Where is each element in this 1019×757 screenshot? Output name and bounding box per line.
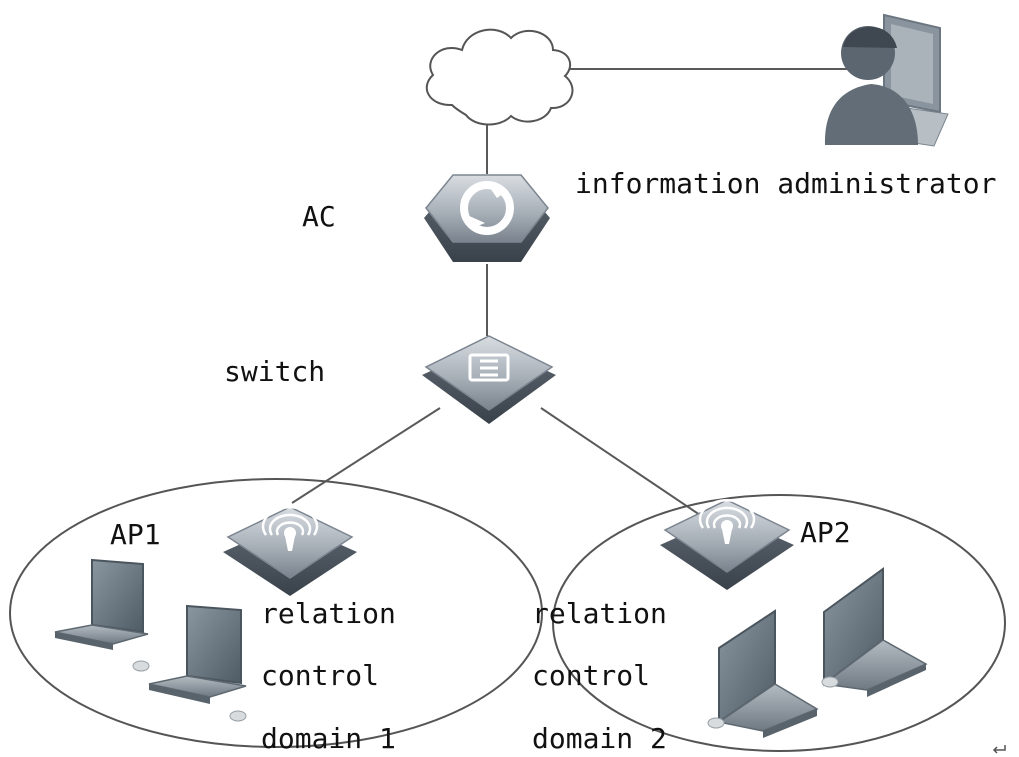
ac-label: AC — [302, 200, 336, 233]
laptop-icon — [148, 604, 247, 722]
domain-1-line-1-label: relation — [261, 597, 396, 630]
access-controller-icon — [424, 174, 550, 262]
link-switch-to-ap2 — [540, 407, 701, 516]
domain-1-line-3-label: domain 1 — [261, 722, 396, 755]
relation-control-domain-1-ellipse — [9, 478, 543, 748]
domain-1-line-2-label: control — [261, 659, 380, 692]
switch-icon — [422, 335, 556, 424]
relation-control-domain-2-ellipse — [552, 494, 1006, 752]
ap1-label: AP1 — [110, 518, 161, 551]
access-point-2-icon — [660, 499, 794, 590]
link-switch-to-ap1 — [291, 407, 441, 504]
information-administrator-label: information administrator — [575, 167, 997, 200]
switch-label: switch — [224, 355, 326, 388]
domain-2-line-3-label: domain 2 — [532, 722, 667, 755]
laptop-icon — [821, 567, 928, 697]
ap2-label: AP2 — [800, 516, 851, 549]
connection-lines — [291, 68, 852, 516]
cloud-icon — [425, 28, 574, 126]
domain-2-line-1-label: relation — [532, 597, 667, 630]
administrator-workstation-icon — [824, 13, 949, 147]
laptop-icon — [707, 609, 819, 738]
return-mark — [992, 745, 1006, 754]
laptop-icon — [54, 558, 150, 672]
access-point-1-icon — [223, 506, 357, 596]
domain-2-line-2-label: control — [532, 659, 651, 692]
